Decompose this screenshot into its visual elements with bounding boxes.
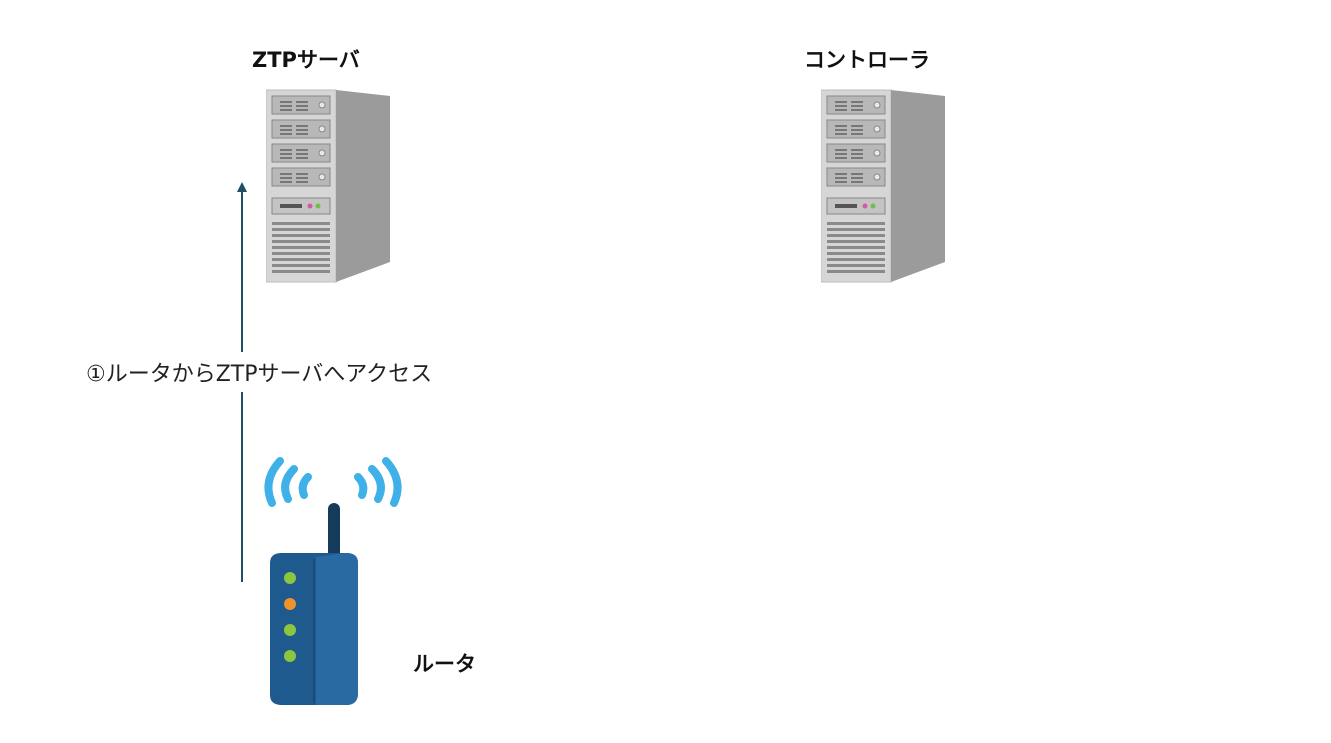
step-1-label: ①ルータからZTPサーバへアクセス <box>86 352 433 392</box>
router-label: ルータ <box>413 652 476 676</box>
router-icon <box>264 457 402 705</box>
signal-waves <box>264 457 402 507</box>
controller-server-icon <box>821 89 945 283</box>
led-2 <box>284 598 296 610</box>
led-4 <box>284 650 296 662</box>
controller-label: コントローラ <box>804 48 930 72</box>
ztp-server-icon <box>266 89 390 283</box>
led-3 <box>284 624 296 636</box>
ztp-server-label: ZTPサーバ <box>252 48 360 72</box>
arrow-head <box>237 182 247 192</box>
led-1 <box>284 572 296 584</box>
router-antenna <box>328 503 340 563</box>
